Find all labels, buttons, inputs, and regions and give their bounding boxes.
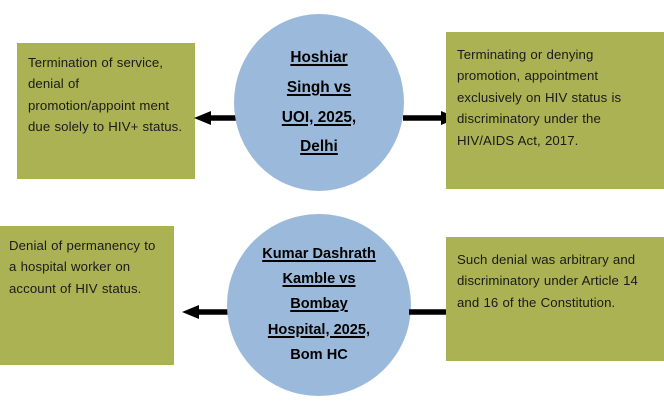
case-line-4: Hospital, 2025,: [267, 321, 371, 338]
case-node-label: Hoshiar Singh vs UOI, 2025, Delhi: [234, 43, 404, 161]
case-line-2: Singh vs: [286, 78, 352, 96]
arrow-right-icon-row1: [403, 107, 459, 129]
arrow-left-icon-row2: [181, 301, 237, 323]
case-line-1: Kumar Dashrath: [262, 246, 376, 263]
arrow-left-icon-row1: [193, 107, 249, 129]
case-line-3: Bombay: [290, 296, 348, 313]
case-node-kumar-dashrath-kamble: Kumar Dashrath Kamble vs Bombay Hospital…: [227, 214, 411, 396]
holding-box-hoshiar-singh: Terminating or denying promotion, appoin…: [446, 32, 664, 189]
case-line-1: Hoshiar: [290, 49, 348, 67]
holding-box-kumar-dashrath-kamble: Such denial was arbitrary and discrimina…: [446, 237, 664, 361]
case-node-label: Kumar Dashrath Kamble vs Bombay Hospital…: [227, 242, 411, 367]
case-line-3: UOI, 2025,: [281, 108, 357, 126]
case-node-hoshiar-singh: Hoshiar Singh vs UOI, 2025, Delhi: [234, 14, 404, 191]
holding-box-text: Terminating or denying promotion, appoin…: [457, 47, 622, 148]
facts-box-text: Termination of service, denial of promot…: [28, 55, 183, 135]
case-line-5: Bom HC: [290, 346, 348, 363]
case-line-4: Delhi: [300, 138, 338, 156]
facts-box-kumar-dashrath-kamble: Denial of permanency to a hospital worke…: [0, 226, 174, 365]
case-line-2: Kamble vs: [282, 271, 356, 288]
facts-box-hoshiar-singh: Termination of service, denial of promot…: [17, 43, 195, 179]
facts-box-text: Denial of permanency to a hospital worke…: [9, 238, 156, 296]
holding-box-text: Such denial was arbitrary and discrimina…: [457, 252, 638, 310]
